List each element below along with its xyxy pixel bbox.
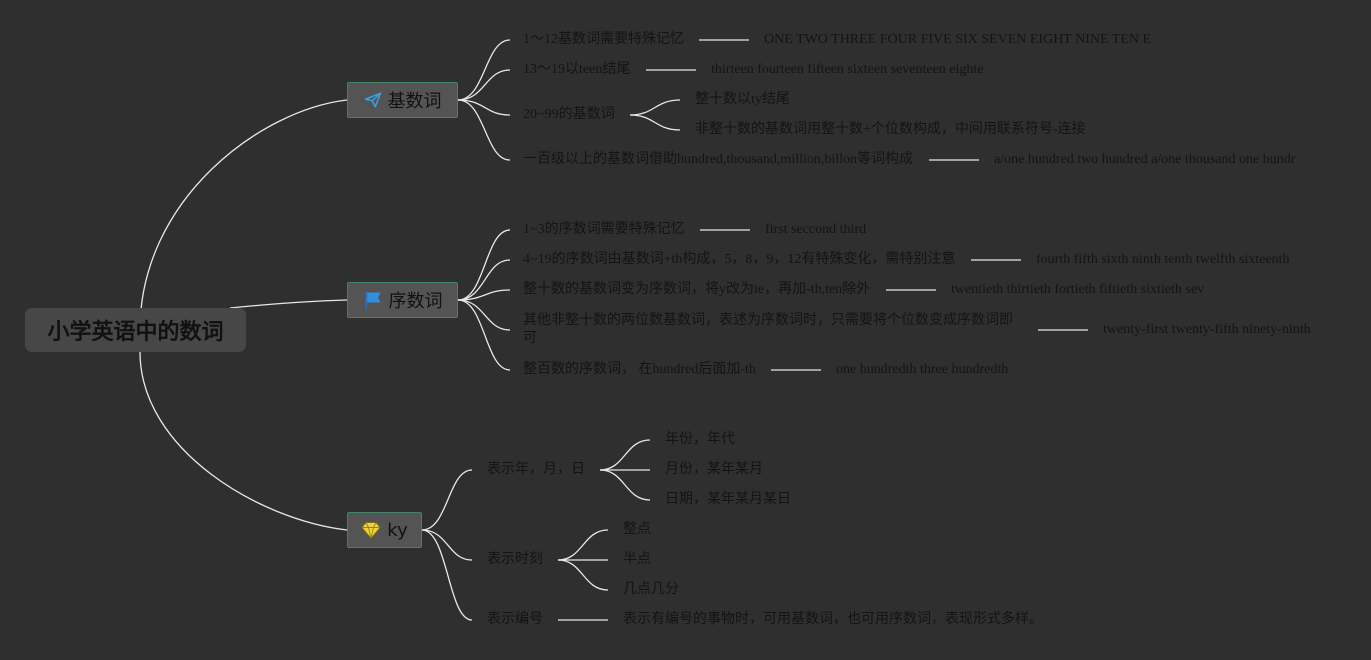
link-ky-t2-a [557, 529, 609, 561]
topic-ordinal-2-example[interactable]: fourth fifth sixth ninth tenth twelfth s… [1036, 252, 1290, 267]
topic-ky-2[interactable]: 表示时刻 [487, 552, 543, 567]
topic-cardinal-3-a[interactable]: 整十数以ty结尾 [695, 92, 790, 107]
flag-icon [365, 291, 380, 310]
topic-ordinal-3-example[interactable]: twentieth thirtieth fortieth fiftieth si… [951, 282, 1205, 297]
topic-ordinal-3[interactable]: 整十数的基数词变为序数词，将y改为ie，再加-th,ten除外 [523, 282, 871, 297]
link-ky-t1-a [599, 439, 651, 471]
topic-ky-1-b[interactable]: 月份，某年某月 [665, 462, 763, 477]
branch-node-ordinal[interactable]: 序数词 [347, 282, 458, 318]
link-root-cardinal [139, 99, 348, 331]
topic-ky-3[interactable]: 表示编号 [487, 612, 543, 627]
topic-cardinal-4[interactable]: 一百级以上的基数词借助hundred,thousand,million,bill… [523, 152, 914, 167]
root-node[interactable]: 小学英语中的数词 [25, 308, 246, 352]
link-cardinal-t4 [457, 99, 511, 161]
link-root-ky [139, 351, 348, 531]
topic-cardinal-1-example[interactable]: ONE TWO THREE FOUR FIVE SIX SEVEN EIGHT … [764, 32, 1152, 47]
link-ky-t1 [421, 469, 473, 531]
root-label: 小学英语中的数词 [47, 320, 224, 345]
topic-ordinal-2[interactable]: 4~19的序数词由基数词+th构成，5，8，9，12有特殊变化，需特别注意 [523, 252, 956, 267]
topic-ky-2-b[interactable]: 半点 [623, 552, 651, 567]
topic-ordinal-4-example[interactable]: twenty-first twenty-fifth ninety-ninth [1103, 322, 1311, 337]
link-ky-t2-c [557, 559, 609, 591]
link-ordinal-t5 [457, 299, 511, 371]
topic-ordinal-5[interactable]: 整百数的序数词， 在hundred后面加-th [523, 362, 756, 377]
topic-cardinal-1[interactable]: 1～12基数词需要特殊记忆 [523, 32, 684, 47]
link-ordinal-t2 [457, 259, 511, 301]
topic-ky-2-c[interactable]: 几点几分 [623, 582, 679, 597]
topic-ordinal-4[interactable]: 其他非整十数的两位数基数词，表述为序数词时，只需要将个位数变成序数词即可 [523, 313, 1013, 346]
topic-ky-3-example[interactable]: 表示有编号的事物时，可用基数词，也可用序数词，表现形式多样。 [623, 612, 1043, 627]
branch-label: 基数词 [387, 91, 442, 112]
topic-cardinal-4-example[interactable]: a/one hundred two hundred a/one thousand… [994, 152, 1296, 167]
link-cardinal-t2 [457, 69, 511, 101]
topic-ordinal-5-example[interactable]: one hundredth three hundredth [836, 362, 1009, 377]
topic-cardinal-2-example[interactable]: thirteen fourteen fifteen sixteen sevent… [711, 62, 984, 77]
branch-label: ky [387, 519, 408, 541]
topic-ky-1-a[interactable]: 年份，年代 [665, 432, 735, 447]
link-cardinal-t3-a [629, 99, 681, 116]
topic-cardinal-2[interactable]: 13～19以teen结尾 [523, 62, 631, 77]
link-ordinal-t3 [457, 289, 511, 301]
topic-cardinal-3-b[interactable]: 非整十数的基数词用整十数+个位数构成，中间用联系符号-连接 [695, 122, 1086, 137]
topic-ky-1-c[interactable]: 日期，某年某月某日 [665, 492, 791, 507]
link-ordinal-t1 [457, 229, 511, 301]
link-ky-t1-c [599, 469, 651, 501]
topic-cardinal-3[interactable]: 20~99的基数词 [523, 107, 615, 122]
topic-ordinal-1-example[interactable]: first seccond third [765, 222, 867, 237]
link-ky-t3 [421, 529, 473, 621]
paper-plane-icon [364, 92, 381, 108]
diamond-icon [361, 522, 381, 539]
link-cardinal-t3-b [629, 114, 681, 131]
branch-node-ky[interactable]: ky [347, 512, 422, 548]
topic-ordinal-1[interactable]: 1~3的序数词需要特殊记忆 [523, 222, 685, 237]
topic-ky-1[interactable]: 表示年，月，日 [487, 462, 585, 477]
link-ky-t2 [421, 529, 473, 561]
branch-node-cardinal[interactable]: 基数词 [347, 82, 458, 118]
topic-ky-2-a[interactable]: 整点 [623, 522, 651, 537]
link-cardinal-t3 [457, 99, 511, 116]
branch-label: 序数词 [388, 291, 443, 312]
link-root-ordinal [229, 299, 348, 309]
link-cardinal-t1 [457, 39, 511, 101]
link-ordinal-t4 [457, 299, 511, 331]
